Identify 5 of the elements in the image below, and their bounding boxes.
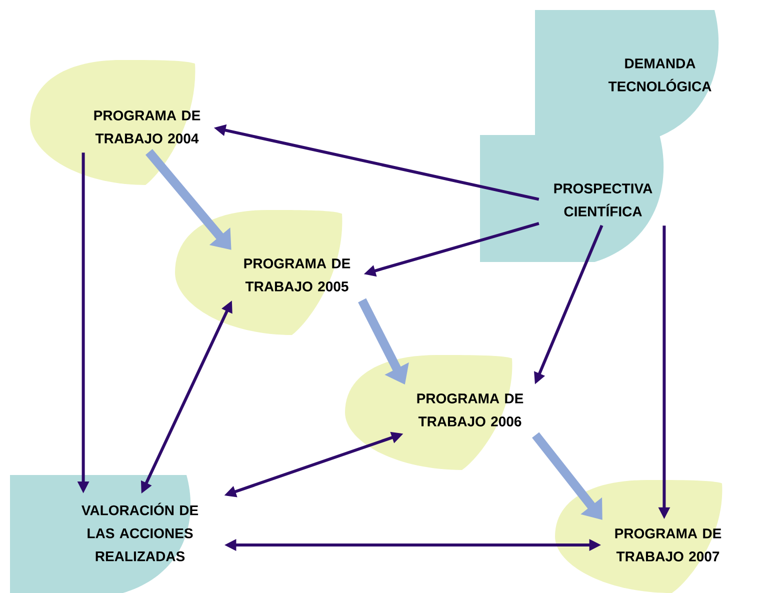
node-label: DEMANDA TECNOLÓGICA bbox=[608, 58, 712, 92]
rounded-panel: DEMANDA TECNOLÓGICA bbox=[535, 10, 718, 140]
rounded-panel: VALORACIÓN DE LAS ACCIONES REALIZADAS bbox=[10, 474, 198, 593]
node-label: PROSPECTIVA CIENTÍFICA bbox=[554, 184, 652, 216]
rounded-panel: PROSPECTIVA CIENTÍFICA bbox=[480, 134, 664, 262]
